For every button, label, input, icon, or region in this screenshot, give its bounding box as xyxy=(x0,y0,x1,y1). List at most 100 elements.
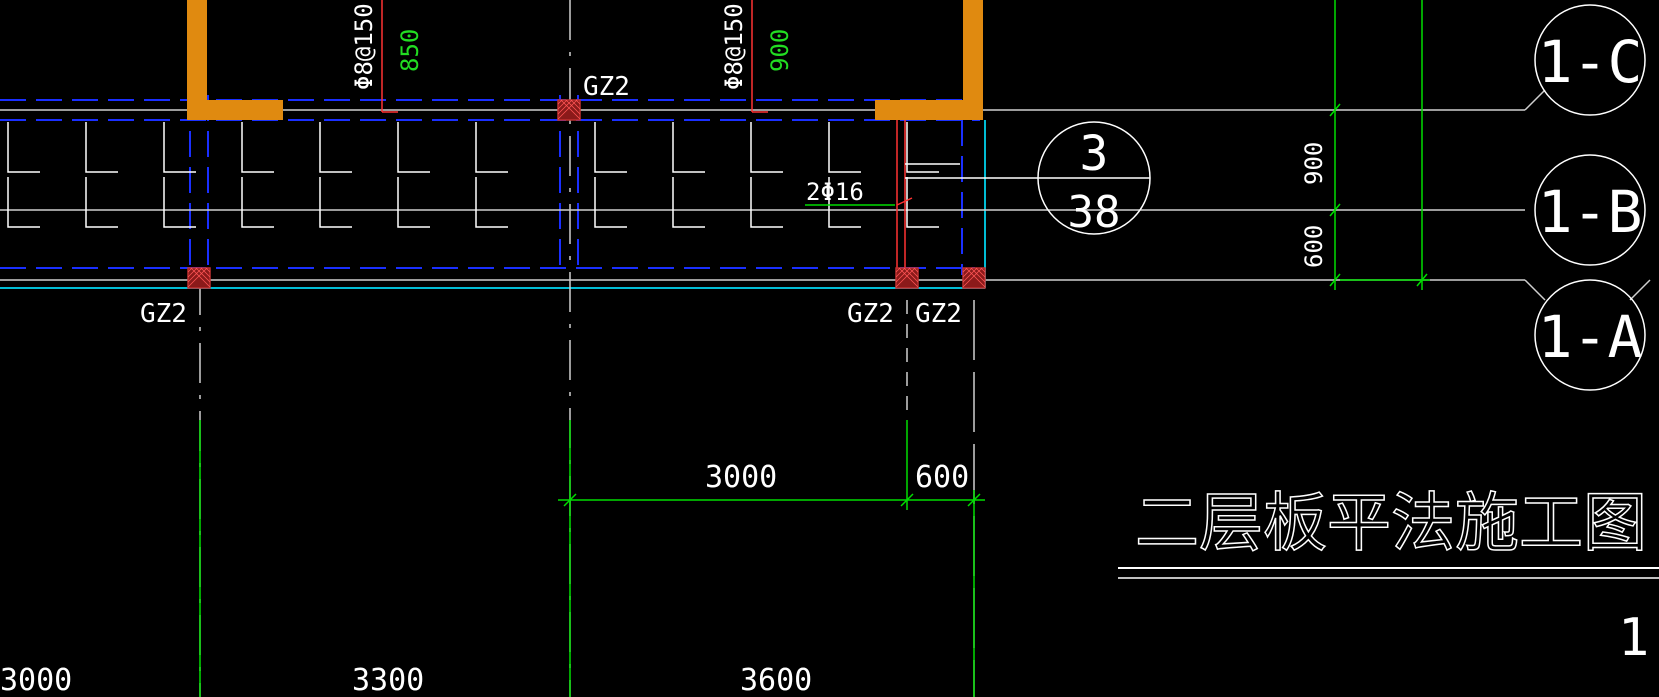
hatch-line-18 xyxy=(895,267,906,278)
rebar-mark-5 xyxy=(397,122,430,173)
rebar-mark-11 xyxy=(906,122,939,173)
walls xyxy=(187,0,983,120)
hidden-beam-lines xyxy=(0,95,980,275)
rebar-mark-0 xyxy=(7,122,40,173)
rebar-mark-8 xyxy=(672,122,705,173)
rebar-mark-10 xyxy=(828,122,861,173)
rebar-length-left: 850 xyxy=(396,29,424,72)
label-gz-bottom-right-a: GZ2 xyxy=(847,299,894,329)
dim-text-3600-bottom: 3600 xyxy=(740,663,812,697)
rebar-mark-19 xyxy=(594,177,627,228)
hatch-line-12 xyxy=(187,267,203,283)
hatch-line-4 xyxy=(557,99,573,115)
hatch-line-31 xyxy=(965,267,986,288)
axis-bubbles xyxy=(1534,4,1646,391)
hatch-line-11 xyxy=(200,267,211,278)
slab-rebar-marks xyxy=(7,122,939,228)
hatch-line-7 xyxy=(560,99,581,120)
rebar-mark-14 xyxy=(163,177,196,228)
label-gz-bottom-left: GZ2 xyxy=(140,299,187,329)
gz-columns xyxy=(187,99,986,289)
dim-text-3000-mid: 3000 xyxy=(705,460,777,495)
dim-tick-h3 xyxy=(967,493,981,507)
rebar-mark-9 xyxy=(750,122,783,173)
axis-label-1b: 1-B xyxy=(1538,178,1643,246)
hatch-line-29 xyxy=(970,267,986,283)
rebar-spec-left: Φ8@150 xyxy=(350,3,378,90)
rebar-mark-7 xyxy=(594,122,627,173)
red-lines xyxy=(381,0,913,275)
axis-label-1c: 1-C xyxy=(1538,28,1643,96)
rebar-mark-23 xyxy=(906,177,939,228)
dim-text-900: 900 xyxy=(1300,142,1328,185)
drawing-scale: 1: xyxy=(1618,608,1659,668)
rebar-mark-6 xyxy=(475,122,508,173)
wall-right-vertical xyxy=(963,0,983,120)
red-line-tick xyxy=(896,197,913,206)
hatch-line-15 xyxy=(190,267,211,288)
hatch-line-5 xyxy=(565,99,581,115)
callout-number: 3 xyxy=(1080,126,1109,182)
label-gz-top-mid: GZ2 xyxy=(583,72,630,102)
hatch-line-26 xyxy=(962,267,973,278)
rebar-spec-right: Φ8@150 xyxy=(720,3,748,90)
column-hatch xyxy=(187,99,986,288)
dim-tick-a2 xyxy=(1416,273,1428,287)
wall-left-vertical xyxy=(187,0,207,120)
rebar-length-right: 900 xyxy=(766,29,794,72)
hatch-line-10 xyxy=(187,267,198,278)
column-gz-bottom-left xyxy=(187,267,211,289)
rebar-mark-21 xyxy=(750,177,783,228)
axis-leader-c xyxy=(1524,89,1546,111)
hatch-line-28 xyxy=(962,267,978,283)
wall-right-horizontal xyxy=(875,100,983,120)
dim-tick-a xyxy=(1329,273,1341,287)
rebar-mark-3 xyxy=(241,122,274,173)
label-gz-bottom-right-b: GZ2 xyxy=(915,299,962,329)
rebar-mark-13 xyxy=(85,177,118,228)
hatch-line-6 xyxy=(557,99,578,120)
hatch-line-14 xyxy=(187,267,208,288)
column-gz-bottom-right-a xyxy=(895,267,919,289)
drawing-title: 二层板平法施工图 xyxy=(1135,487,1647,561)
hatch-line-21 xyxy=(903,267,919,283)
axis-bubble-1b xyxy=(1534,154,1646,266)
hatch-line-30 xyxy=(962,267,983,288)
dim-text-600-vertical: 600 xyxy=(1300,225,1328,268)
dim-tick-b xyxy=(1329,203,1341,217)
dim-text-3000-bottom: 3000 xyxy=(0,663,72,697)
callout-sheet: 38 xyxy=(1068,187,1121,238)
wall-left-horizontal xyxy=(187,100,283,120)
hatch-line-23 xyxy=(898,267,919,288)
slab-edge xyxy=(0,120,986,289)
hatch-line-27 xyxy=(975,267,986,278)
rebar-mark-12 xyxy=(7,177,40,228)
hatch-line-13 xyxy=(195,267,211,283)
hatch-line-19 xyxy=(908,267,919,278)
rebar-mark-2 xyxy=(163,122,196,173)
rebar-mark-4 xyxy=(319,122,352,173)
dim-text-600-mid: 600 xyxy=(915,460,969,495)
rebar-mark-17 xyxy=(397,177,430,228)
dim-tick-c xyxy=(1329,103,1341,117)
hatch-line-22 xyxy=(895,267,916,288)
hatch-line-2 xyxy=(557,99,568,110)
axis-label-1a: 1-A xyxy=(1538,303,1643,371)
hatch-line-20 xyxy=(895,267,911,283)
rebar-mark-20 xyxy=(672,177,705,228)
dim-tick-h1 xyxy=(563,493,577,507)
axis-leader-a xyxy=(1524,279,1546,301)
detail-callout: 3 38 xyxy=(905,121,1151,238)
column-gz-top-mid xyxy=(557,99,581,121)
axis-leader-a2 xyxy=(1629,279,1651,301)
rebar-mark-1 xyxy=(85,122,118,173)
hatch-line-3 xyxy=(570,99,581,110)
dim-tick-h2 xyxy=(900,493,914,507)
beam-bar-label: 2Φ16 xyxy=(806,178,864,206)
dimension-lines xyxy=(199,0,1430,697)
rebar-mark-22 xyxy=(828,177,861,228)
axis-bubble-1c xyxy=(1534,4,1646,116)
column-gz-bottom-right-b xyxy=(962,267,986,289)
dim-text-3300-bottom: 3300 xyxy=(352,663,424,697)
